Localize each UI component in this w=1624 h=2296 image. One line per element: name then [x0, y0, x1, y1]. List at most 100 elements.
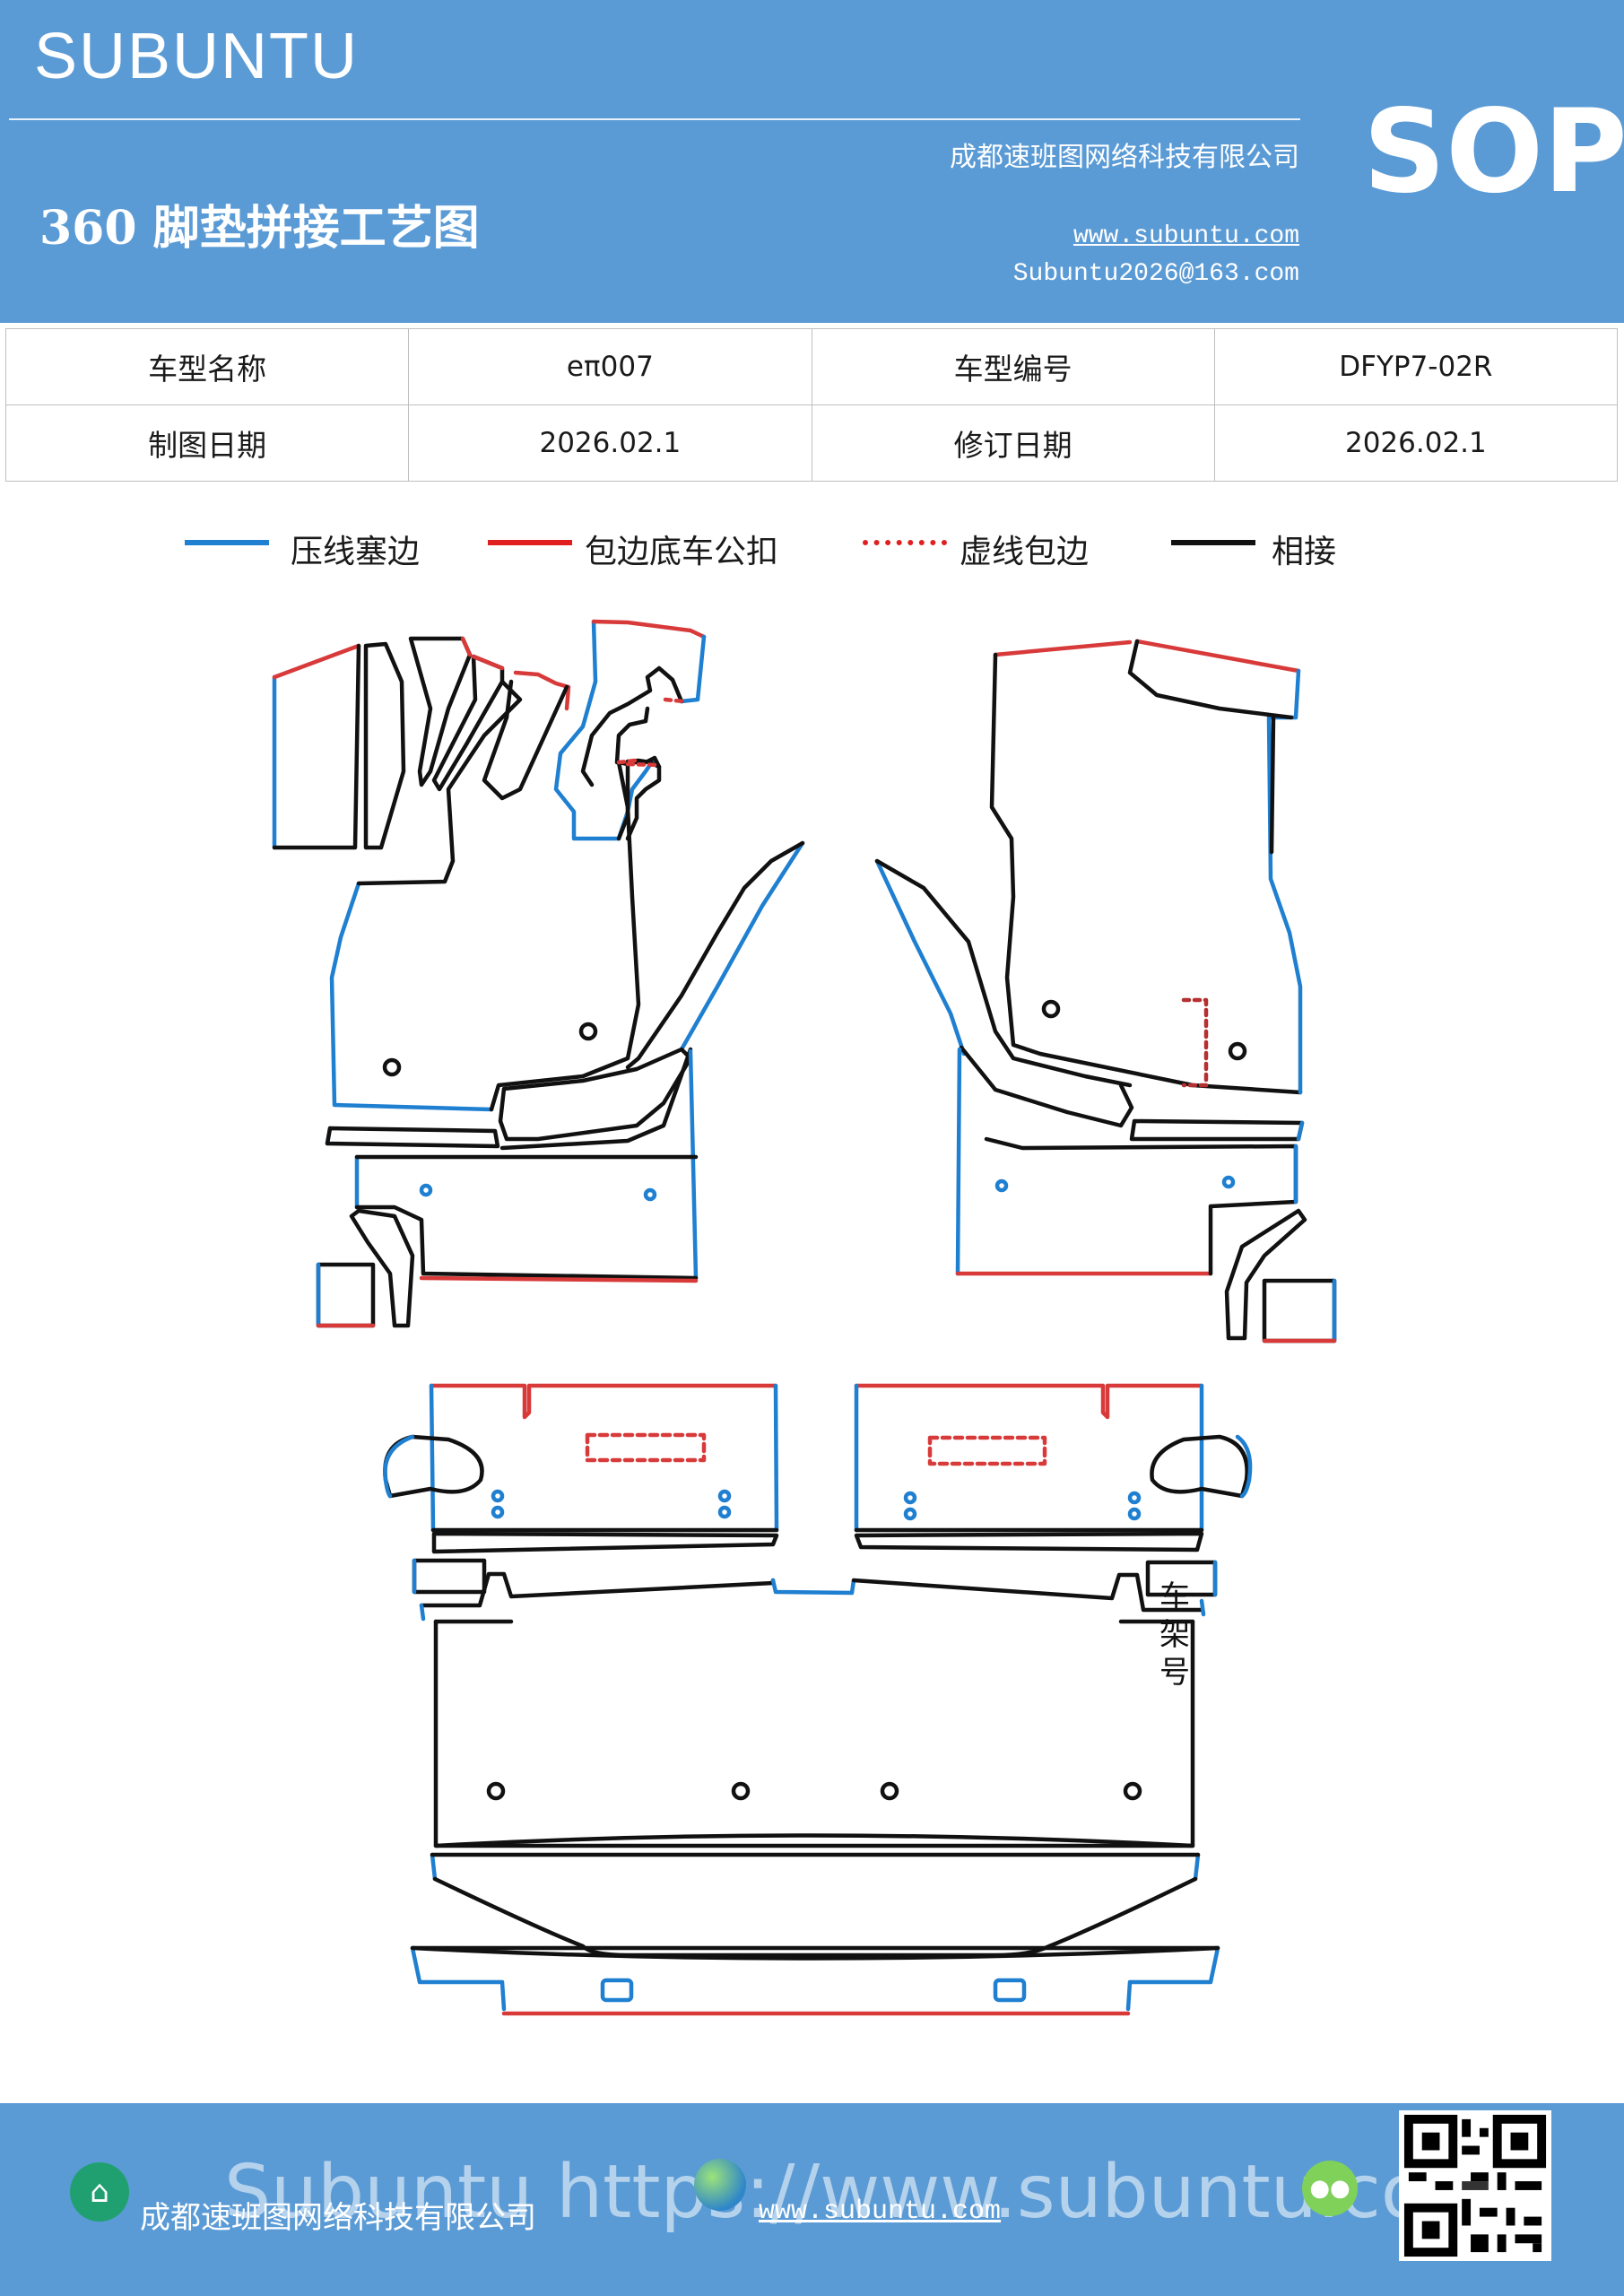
globe-icon — [694, 2159, 746, 2211]
rear-floor-edge — [419, 1571, 776, 1608]
fixing-hole — [717, 1489, 732, 1503]
footer-url-banner: Subuntu https://www.subuntu.com — [224, 2150, 1498, 2235]
stitch-legend: 压线塞边 包边底车公扣 虚线包边 相接 — [0, 520, 1624, 574]
footrest-edge — [955, 1047, 962, 1276]
wechat-icon: ●● — [1302, 2161, 1358, 2216]
draw-date-value: 2026.02.1 — [408, 404, 812, 482]
tunnel-strip-edge — [874, 858, 967, 1057]
legend-label: 虚线包边 — [960, 534, 1090, 570]
fixing-hole — [717, 1505, 732, 1519]
side-piece-edge — [272, 643, 361, 850]
fixing-hole — [643, 1187, 657, 1202]
fixing-hole — [578, 1022, 598, 1041]
legend-label: 相接 — [1272, 534, 1337, 570]
rear-left-mat — [383, 1383, 779, 1554]
rear-floor-edge — [851, 1572, 1204, 1613]
sill-strip-edge — [1296, 1120, 1305, 1142]
rear-mat-edge — [429, 1383, 778, 1420]
main-mat-edge — [356, 679, 523, 886]
mat-pattern-svg — [272, 619, 1337, 2016]
front-left-mat — [272, 619, 805, 1328]
vehicle-info-table: 车型名称 eπ007 车型编号 DFYP7-02R 制图日期 2026.02.1… — [4, 328, 1619, 482]
revision-date-value: 2026.02.1 — [1213, 404, 1619, 482]
rear-floor-main — [433, 1619, 1195, 1848]
passenger-mat-edge — [1134, 639, 1301, 674]
passenger-mat-edge — [989, 652, 1303, 1095]
footrest-edge — [984, 1136, 1298, 1276]
passenger-mat-edge — [993, 639, 1133, 657]
throttle-piece-edge — [553, 619, 657, 841]
footrest-edge — [419, 1275, 699, 1283]
revision-date-label: 修订日期 — [811, 404, 1215, 482]
company-website-link[interactable]: www.subuntu.com — [1073, 222, 1299, 250]
fixing-hole — [1041, 999, 1061, 1019]
model-name-value: eπ007 — [408, 328, 812, 405]
fixing-hole — [491, 1505, 505, 1519]
fixing-hole — [903, 1507, 917, 1521]
fixing-hole — [491, 1489, 505, 1503]
fixing-hole — [382, 1057, 402, 1077]
legend-swatch-red — [488, 540, 572, 545]
fixing-hole — [994, 1178, 1009, 1193]
fixing-hole — [1123, 1781, 1142, 1801]
side-piece-edge — [272, 643, 361, 680]
fixing-hole — [1228, 1041, 1247, 1061]
trunk-edge — [1193, 1852, 1201, 1882]
footer-website-link[interactable]: www.subuntu.com — [759, 2196, 1002, 2227]
throttle-piece-edge — [614, 706, 650, 765]
table-row: 车型名称 eπ007 车型编号 DFYP7-02R — [4, 328, 1619, 405]
building-icon: ⌂ — [70, 2162, 129, 2222]
footer-company-name: 成都速班图网络科技有限公司 — [140, 2200, 536, 2236]
sill-strip — [1129, 1118, 1305, 1142]
rear-floor-edge — [1199, 1598, 1206, 1617]
header-banner: SUBUNTU 360 脚垫拼接工艺图 成都速班图网络科技有限公司 www.su… — [0, 0, 1624, 323]
throttle-piece-edge — [591, 619, 707, 639]
throttle-piece-edge — [580, 665, 684, 787]
company-email[interactable]: Subuntu2026@163.com — [1012, 260, 1299, 288]
tunnel-strip-edge — [959, 1045, 1134, 1128]
throttle-piece-dotted — [616, 758, 638, 765]
sill-strip — [325, 1126, 500, 1149]
trunk-hook-slot — [993, 1978, 1027, 2003]
small-piece — [1224, 1208, 1307, 1341]
company-name: 成都速班图网络科技有限公司 — [950, 142, 1299, 173]
rear-floor-edge — [419, 1603, 426, 1622]
fixing-hole — [486, 1781, 506, 1801]
rear-mat-edge — [429, 1383, 436, 1533]
trunk-edge — [430, 1852, 438, 1882]
draw-date-label: 制图日期 — [4, 404, 410, 482]
vin-frame-label: 车架号 — [1159, 1579, 1190, 1691]
rear-side-piece — [1150, 1434, 1249, 1499]
throttle-piece-dotted — [663, 697, 686, 704]
fixing-hole — [903, 1491, 917, 1505]
small-piece — [316, 1262, 376, 1328]
legend-label: 压线塞边 — [291, 534, 421, 570]
rear-mat-edge — [854, 1383, 1204, 1420]
small-piece — [1262, 1278, 1337, 1344]
trunk-hook-slot — [600, 1978, 634, 2003]
table-row: 制图日期 2026.02.1 修订日期 2026.02.1 — [4, 404, 1619, 482]
fixing-hole — [419, 1183, 433, 1197]
rear-strip — [431, 1531, 779, 1554]
rear-floor-main — [433, 1833, 1195, 1848]
model-code-value: DFYP7-02R — [1213, 328, 1619, 405]
side-piece — [482, 679, 569, 801]
legend-swatch-black — [1171, 540, 1255, 545]
trunk-edge — [1125, 1945, 1220, 2012]
fixing-hole — [1221, 1175, 1236, 1189]
side-piece-edge — [460, 636, 473, 657]
tunnel-strip-edge — [874, 858, 1133, 1088]
legend-swatch-blue — [185, 540, 269, 545]
sill-strip-edge — [499, 1047, 693, 1151]
fixing-hole — [731, 1781, 751, 1801]
throttle-piece-edge — [679, 634, 707, 704]
model-code-label: 车型编号 — [811, 328, 1215, 405]
qr-code[interactable] — [1399, 2110, 1551, 2261]
fixing-hole — [1127, 1491, 1142, 1505]
side-piece — [363, 641, 406, 850]
footer-banner: ⌂ Subuntu https://www.subuntu.com 成都速班图网… — [0, 2103, 1624, 2296]
sop-badge: SOP — [1363, 85, 1624, 219]
main-mat-edge — [329, 881, 494, 1112]
rear-strip — [854, 1531, 1204, 1552]
sill-strip — [498, 1047, 693, 1142]
